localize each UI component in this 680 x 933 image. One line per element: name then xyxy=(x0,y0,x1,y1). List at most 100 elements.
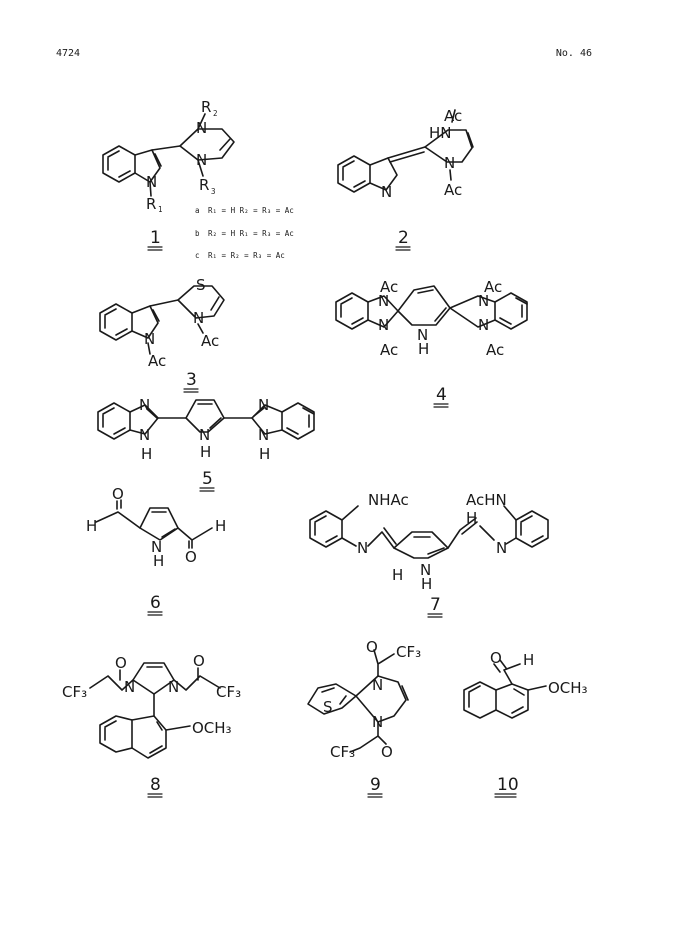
c2-number: 2 xyxy=(398,228,409,248)
c6-underline xyxy=(147,611,163,616)
c5-benzene-right-double xyxy=(286,407,315,435)
c3-ring-double xyxy=(210,296,220,311)
c4-ac2: Ac xyxy=(380,341,398,359)
c7-n-right: N xyxy=(496,539,507,557)
c8-number: 8 xyxy=(150,775,161,795)
c8-imid-ring xyxy=(132,662,175,695)
c1-r2-sub: 2 xyxy=(213,109,218,118)
c9-n-bot: N xyxy=(372,713,383,731)
c1-variant-c: R₁ = R₂ = R₃ = Ac xyxy=(208,251,285,260)
c4-number: 4 xyxy=(436,385,447,405)
c8-cf3-left: CF₃ xyxy=(62,683,87,701)
c5-n2: N xyxy=(139,426,150,444)
c2-n-indole: N xyxy=(381,183,392,201)
c4-n4: N xyxy=(478,316,489,334)
c2-n-ring: N xyxy=(444,154,455,172)
c6-cho-left xyxy=(95,499,141,529)
c5-benzene-left-double xyxy=(102,407,126,435)
c5-pyrrole-double xyxy=(197,403,222,429)
c10-underline xyxy=(494,793,517,798)
compound-7: NHAc AcHN N H N H H N 7 xyxy=(309,491,549,618)
c3-n-ring: N xyxy=(193,309,204,327)
c4-benzene-right-double xyxy=(499,297,528,325)
c4-n2: N xyxy=(378,316,389,334)
c1-r1-sub: 1 xyxy=(158,205,163,214)
c10-o: O xyxy=(490,649,502,667)
c7-benzene-left-double xyxy=(314,515,338,543)
c4-benzene-right xyxy=(494,292,528,330)
c7-number: 7 xyxy=(430,595,441,615)
compound-5: N N H N H N N H 5 xyxy=(97,396,315,492)
c3-link xyxy=(149,299,179,307)
c3-ac-indole: Ac xyxy=(148,352,166,370)
c1-n-bot: N xyxy=(196,151,207,169)
compound-10: O H OCH₃ 10 xyxy=(463,649,588,798)
c3-pyrrole xyxy=(131,305,159,339)
compound-3: S N Ac N Ac 3 xyxy=(99,276,225,393)
c3-ring xyxy=(177,285,225,319)
c5-nh: N xyxy=(199,426,210,444)
c9-thiophene xyxy=(307,683,357,715)
compound-1: R 2 N N R 3 N R 1 a R₁ = H R₂ = R₃ = Ac … xyxy=(102,98,294,260)
c6-h-left: H xyxy=(86,517,97,535)
c9-underline xyxy=(367,793,383,798)
c4-ring-right xyxy=(449,295,496,328)
c4-ac3: Ac xyxy=(484,278,502,296)
c7-right-link xyxy=(503,505,517,545)
c2-benzene-double xyxy=(342,160,366,188)
c1-r2: R xyxy=(201,98,211,116)
c4-n1: N xyxy=(378,292,389,310)
c10-h: H xyxy=(523,651,534,669)
c4-n3: N xyxy=(478,292,489,310)
compound-4: Ac N N Ac N H Ac N N Ac 4 xyxy=(335,278,528,408)
c7-h-left: H xyxy=(392,566,403,584)
c5-imid-right xyxy=(251,404,283,435)
c1-benzene-double xyxy=(107,150,131,178)
c3-n-indole: N xyxy=(144,330,155,348)
compound-9: O CF₃ N S N CF₃ O 9 xyxy=(307,638,421,798)
c7-pyrrole-double xyxy=(413,536,445,555)
c9-number: 9 xyxy=(370,775,381,795)
c2-ring xyxy=(424,129,473,163)
c1-variant-b: R₂ = H R₁ = R₃ = Ac xyxy=(208,229,294,238)
c4-h: H xyxy=(418,340,429,358)
c3-benzene-double xyxy=(104,308,128,336)
c5-n4: N xyxy=(258,426,269,444)
c3-number: 3 xyxy=(186,370,197,390)
c8-o-right: O xyxy=(193,652,205,670)
c7-bonds-left xyxy=(341,505,397,549)
c5-h3: H xyxy=(259,445,270,463)
c9-s: S xyxy=(323,698,333,716)
c4-nh: N xyxy=(417,326,428,344)
c1-variant-a-key: a xyxy=(195,206,200,215)
c9-ring-double xyxy=(401,685,409,701)
c1-n-indole: N xyxy=(146,173,157,191)
c9-thiophene-double xyxy=(321,687,347,705)
c5-underline xyxy=(199,487,215,492)
c7-nh: N xyxy=(420,561,431,579)
c8-och3-bond xyxy=(165,725,191,731)
c3-pyrrole-double xyxy=(152,309,160,322)
c3-s: S xyxy=(196,276,206,294)
c7-h-n: H xyxy=(421,575,432,593)
c1-pyrrole-double xyxy=(154,153,162,167)
c9-acyl-bot xyxy=(349,721,387,753)
c1-r3-sub: 3 xyxy=(211,187,216,196)
c5-n3: N xyxy=(258,396,269,414)
c6-nh: N xyxy=(151,538,162,556)
c8-n-right: N xyxy=(168,678,179,696)
c6-number: 6 xyxy=(150,593,161,613)
issue-number: No. 46 xyxy=(555,48,592,59)
c2-hn: HN xyxy=(429,124,452,142)
c10-och3: OCH₃ xyxy=(548,679,588,697)
c6-h-right: H xyxy=(215,517,226,535)
c7-benzene-right-double xyxy=(520,515,544,543)
c4-ac4: Ac xyxy=(486,341,504,359)
c10-naph-b xyxy=(463,681,497,719)
c3-underline xyxy=(183,388,199,393)
c5-imid-right-double xyxy=(253,407,265,417)
c4-underline xyxy=(433,403,449,408)
c9-cf3-bot: CF₃ xyxy=(330,743,355,761)
compound-6: O H N H O H 6 xyxy=(86,485,226,616)
